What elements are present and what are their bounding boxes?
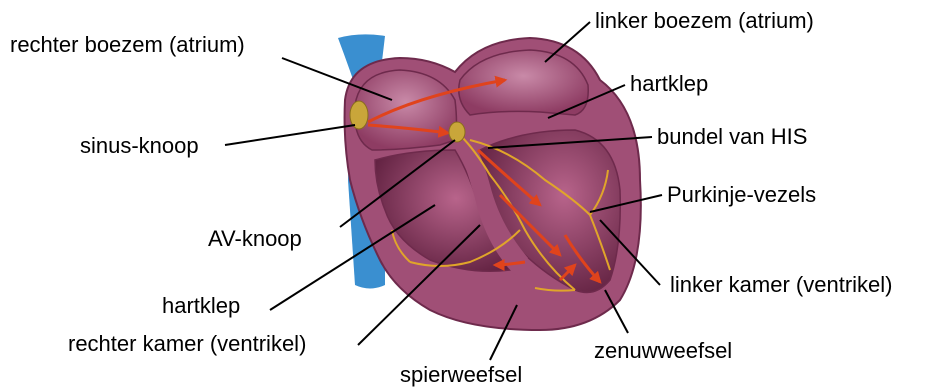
label-purkinje: Purkinje-vezels xyxy=(667,184,816,206)
label-muscle-tissue: spierweefsel xyxy=(400,364,522,386)
label-left-atrium: linker boezem (atrium) xyxy=(595,10,814,32)
label-valve-top: hartklep xyxy=(630,73,708,95)
label-right-atrium: rechter boezem (atrium) xyxy=(10,34,245,56)
label-bundle-his: bundel van HIS xyxy=(657,126,807,148)
label-nerve-tissue: zenuwweefsel xyxy=(594,340,732,362)
label-valve-bottom: hartklep xyxy=(162,295,240,317)
av-node xyxy=(449,122,465,142)
label-right-ventricle: rechter kamer (ventrikel) xyxy=(68,333,306,355)
label-left-ventricle: linker kamer (ventrikel) xyxy=(670,274,893,296)
label-av-node: AV-knoop xyxy=(208,228,302,250)
label-sinus-node: sinus-knoop xyxy=(80,135,199,157)
